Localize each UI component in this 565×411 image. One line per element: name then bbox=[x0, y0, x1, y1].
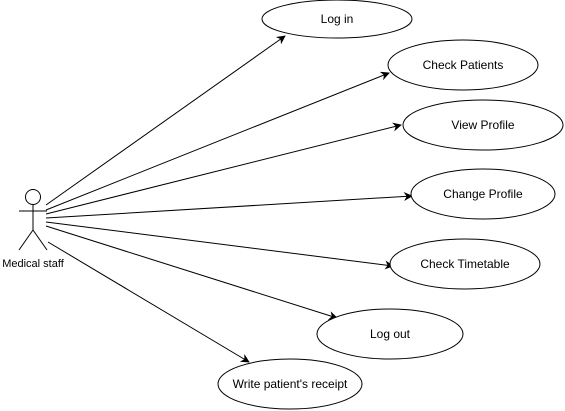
use-case-check-patients[interactable]: Check Patients bbox=[387, 39, 539, 91]
association-check-timetable bbox=[45, 221, 394, 270]
use-case-label: Log in bbox=[321, 12, 354, 26]
use-case-label: Check Patients bbox=[423, 58, 504, 72]
use-case-log-out[interactable]: Log out bbox=[316, 308, 464, 360]
use-case-ellipse bbox=[389, 238, 541, 290]
use-case-label: Write patient's receipt bbox=[233, 377, 348, 391]
actor-head bbox=[25, 189, 41, 205]
association-view-profile bbox=[45, 122, 402, 215]
use-case-label: Log out bbox=[370, 327, 411, 341]
use-case-log-in[interactable]: Log in bbox=[261, 0, 413, 39]
use-case-write-patients-receipt[interactable]: Write patient's receipt bbox=[217, 358, 363, 410]
use-case-view-profile[interactable]: View Profile bbox=[402, 99, 564, 151]
actor-medical-staff[interactable] bbox=[18, 189, 48, 251]
use-case-ellipse bbox=[316, 308, 464, 360]
use-case-label: Change Profile bbox=[443, 187, 523, 201]
association-change-profile bbox=[45, 191, 413, 219]
use-case-ellipse bbox=[402, 99, 564, 151]
actor-right-leg bbox=[32, 229, 48, 251]
use-case-label: View Profile bbox=[451, 118, 514, 132]
association-lines bbox=[45, 35, 413, 363]
use-case-label: Check Timetable bbox=[420, 257, 510, 271]
actor-left-leg bbox=[18, 229, 34, 251]
use-case-ellipse bbox=[261, 0, 413, 39]
use-case-ellipse bbox=[410, 168, 556, 220]
use-case-check-timetable[interactable]: Check Timetable bbox=[389, 238, 541, 290]
association-log-in bbox=[45, 35, 286, 206]
actor-label: Medical staff bbox=[2, 258, 64, 270]
use-case-ellipse bbox=[217, 358, 363, 410]
association-write-patients-receipt bbox=[47, 241, 250, 363]
use-case-ellipse bbox=[387, 39, 539, 91]
association-log-out bbox=[45, 225, 338, 320]
association-check-patients bbox=[45, 71, 390, 211]
use-case-change-profile[interactable]: Change Profile bbox=[410, 168, 556, 220]
